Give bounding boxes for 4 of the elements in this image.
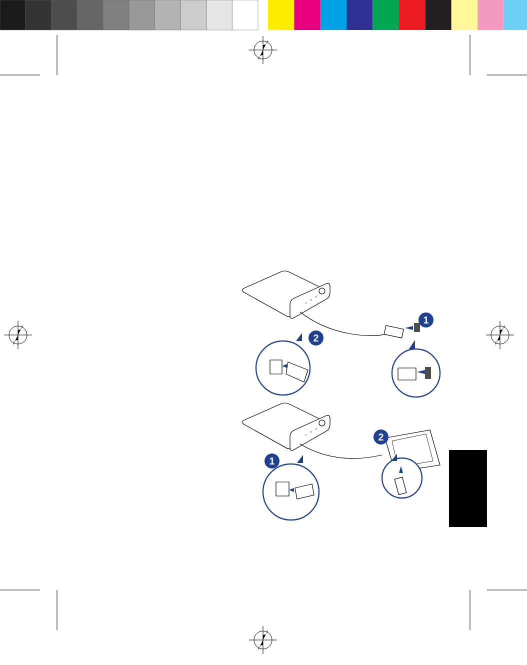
callout-number: 2	[308, 330, 324, 346]
callout-number: 2	[374, 430, 388, 444]
callout-number: 1	[418, 312, 434, 328]
callout-number: 1	[264, 454, 280, 468]
